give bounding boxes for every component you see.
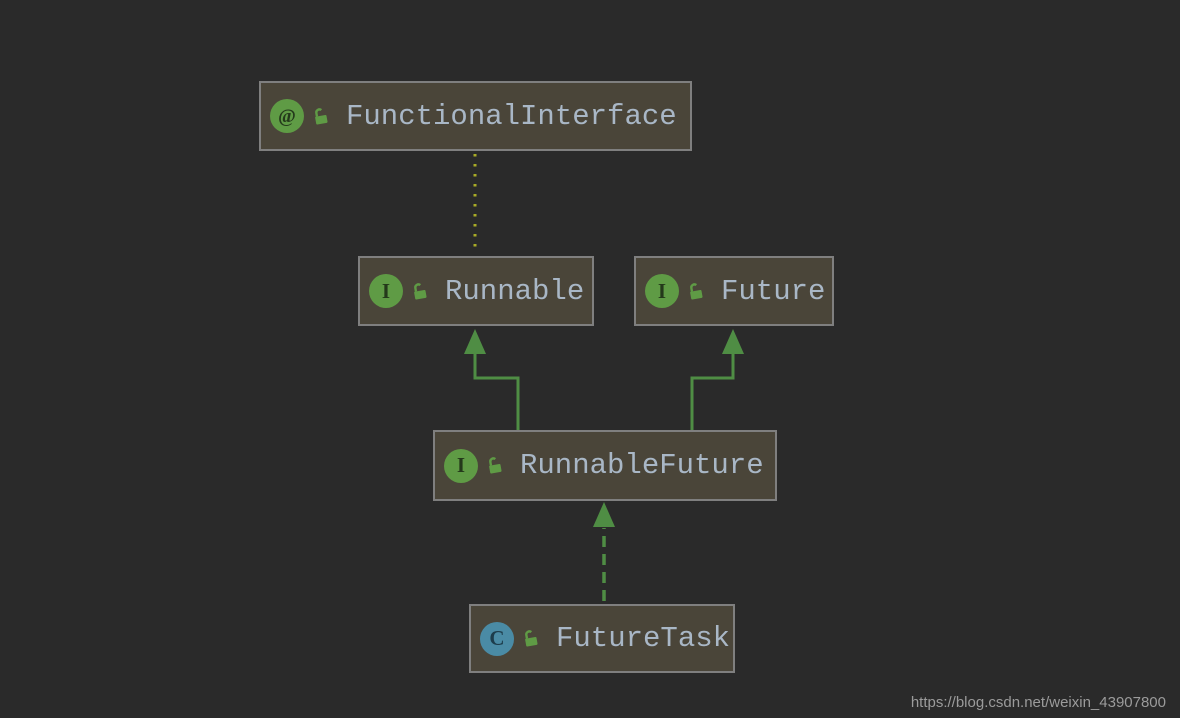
unlock-icon <box>414 282 427 300</box>
diagram-node-functionalinterface[interactable]: @ FunctionalInterface <box>259 81 692 151</box>
unlock-icon <box>525 630 538 647</box>
watermark-url: https://blog.csdn.net/weixin_43907800 <box>910 694 1166 711</box>
diagram-node-runnable[interactable]: I Runnable <box>358 256 594 326</box>
diagram-node-futuretask[interactable]: C FutureTask <box>469 604 735 673</box>
arrowhead-runnablefuture-icon <box>593 502 615 527</box>
interface-icon: I <box>444 448 478 483</box>
interface-icon: I <box>369 274 403 308</box>
edge-extends-runnablefuture-runnable[interactable] <box>473 354 520 430</box>
node-label: RunnableFuture <box>520 449 764 482</box>
node-label: Runnable <box>445 274 585 308</box>
node-label: FunctionalInterface <box>346 99 677 133</box>
annotation-icon: @ <box>270 99 304 133</box>
interface-icon: I <box>645 274 679 308</box>
node-label: FutureTask <box>556 622 731 655</box>
unlock-icon <box>690 282 703 300</box>
diagram-node-runnablefuture[interactable]: I RunnableFuture <box>433 430 777 501</box>
unlock-icon <box>315 107 328 125</box>
diagram-node-future[interactable]: I Future <box>634 256 834 326</box>
node-label: Future <box>721 274 826 308</box>
unlock-icon <box>489 457 502 474</box>
arrowhead-runnable-icon <box>464 329 486 354</box>
arrowhead-future-icon <box>722 329 744 354</box>
class-icon: C <box>480 621 514 656</box>
edge-extends-runnablefuture-future[interactable] <box>690 354 735 430</box>
